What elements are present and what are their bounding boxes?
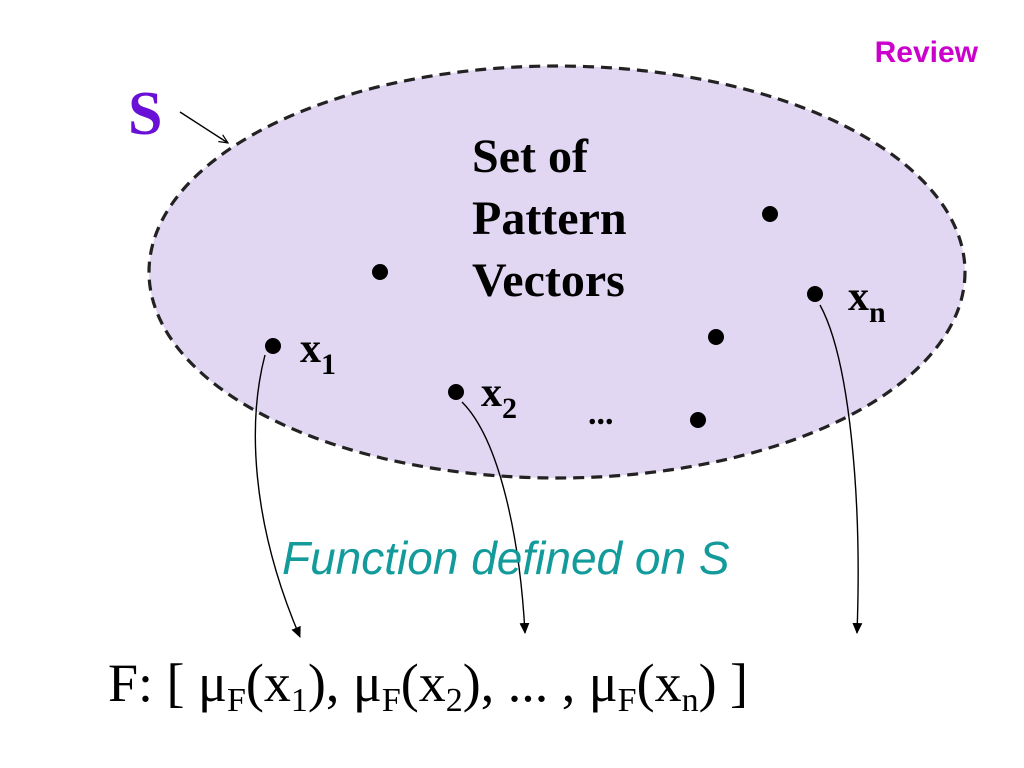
map-arrow-x2	[461, 401, 530, 634]
set-title-line-2: Pattern	[472, 192, 627, 245]
map-arrow-x1	[254, 354, 301, 638]
point-xn	[807, 286, 823, 302]
set-title-line-1: Set of	[472, 130, 589, 183]
pattern-point	[690, 412, 706, 428]
function-label: Function defined on S	[282, 532, 730, 584]
pattern-point	[762, 206, 778, 222]
point-x1	[265, 338, 281, 354]
point-x2	[448, 384, 464, 400]
point-xn-label: xn	[848, 274, 886, 329]
point-x2-label: x2	[481, 370, 517, 425]
map-arrow-xn	[819, 304, 863, 634]
review-label: Review	[875, 36, 979, 69]
set-symbol: S	[128, 80, 162, 148]
point-x1-label: x1	[300, 326, 336, 381]
pattern-point	[708, 329, 724, 345]
set-pointer-arrow	[179, 111, 228, 143]
set-ellipsis: ...	[588, 395, 614, 432]
fuzzy-set-formula: F: [ μF(x1), μF(x2), ... , μF(xn) ]	[108, 653, 748, 719]
set-title-line-3: Vectors	[472, 254, 625, 307]
set-ellipse	[147, 64, 967, 480]
pattern-point	[372, 264, 388, 280]
